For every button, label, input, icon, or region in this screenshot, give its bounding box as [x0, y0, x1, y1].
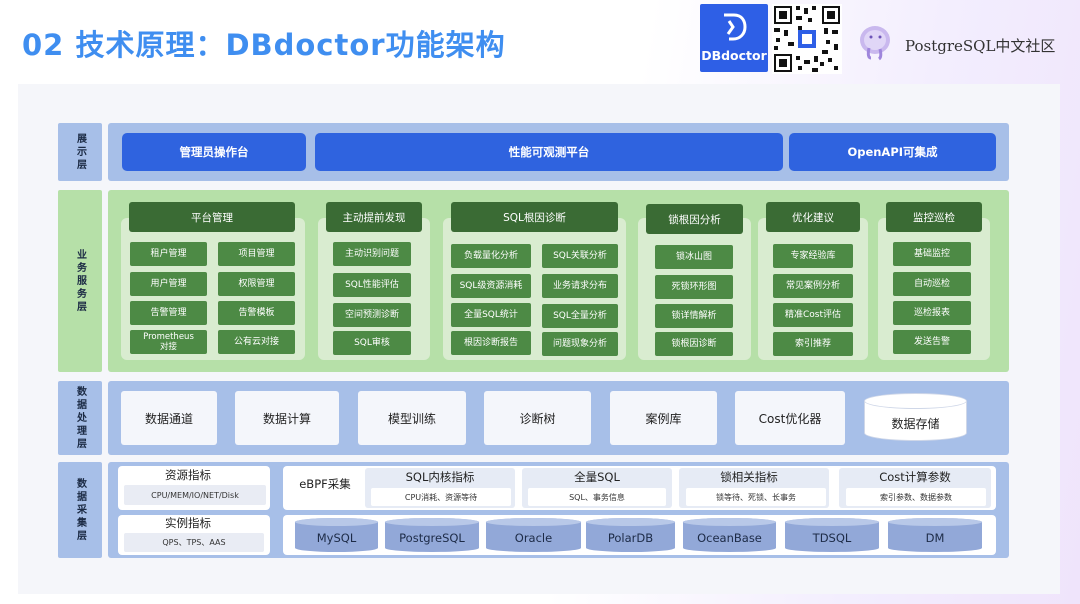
- qr-code-icon: [772, 4, 842, 74]
- item-send-alert[interactable]: 发送告警: [893, 330, 971, 354]
- layer-label-display: 展示层: [58, 123, 102, 181]
- item-lock-detail[interactable]: 锁详情解析: [655, 304, 733, 328]
- instance-metrics-detail: QPS、TPS、AAS: [124, 533, 264, 552]
- item-sql-performance-eval[interactable]: SQL性能评估: [333, 273, 411, 297]
- item-index-recommend[interactable]: 索引推荐: [773, 332, 853, 356]
- layer-label-service: 业务服务层: [58, 190, 102, 372]
- db-oceanbase[interactable]: OceanBase: [683, 518, 776, 552]
- item-proactive-identify[interactable]: 主动识别问题: [333, 242, 411, 266]
- item-full-sql-analysis[interactable]: SQL全量分析: [542, 304, 618, 328]
- db-oracle[interactable]: Oracle: [486, 518, 581, 552]
- data-storage-cylinder[interactable]: 数据存储: [864, 393, 967, 443]
- item-user-management[interactable]: 用户管理: [130, 272, 207, 296]
- metric-lock-detail: 锁等待、死锁、长事务: [686, 488, 826, 506]
- resource-metrics-title: 资源指标: [165, 468, 211, 482]
- ebpf-label: eBPF采集: [299, 477, 351, 491]
- item-lock-iceberg[interactable]: 锁冰山图: [655, 245, 733, 269]
- group-title-proactive-discovery: 主动提前发现: [326, 202, 422, 232]
- layer-label-processing: 数据处理层: [58, 381, 102, 455]
- page-title: 02 技术原理：DBdoctor功能架构: [22, 28, 506, 62]
- metric-full-sql-title: 全量SQL: [574, 470, 620, 484]
- item-load-quantification[interactable]: 负载量化分析: [451, 244, 531, 268]
- item-symptom-analysis[interactable]: 问题现象分析: [542, 332, 618, 356]
- item-lock-diagnosis[interactable]: 锁根因诊断: [655, 332, 733, 356]
- dbdoctor-logo-text: DBdoctor: [701, 48, 767, 63]
- item-permission-management[interactable]: 权限管理: [218, 272, 295, 296]
- proc-cost-optimizer[interactable]: Cost优化器: [735, 391, 845, 445]
- item-sql-resource-usage[interactable]: SQL级资源消耗: [451, 274, 531, 298]
- item-basic-monitoring[interactable]: 基础监控: [893, 242, 971, 266]
- proc-data-compute[interactable]: 数据计算: [235, 391, 339, 445]
- postgresql-elephant-icon: [860, 26, 890, 61]
- item-case-analysis[interactable]: 常见案例分析: [773, 274, 853, 298]
- item-alert-template[interactable]: 告警模板: [218, 301, 295, 325]
- admin-console-button[interactable]: 管理员操作台: [122, 133, 306, 171]
- metric-sql-kernel-title: SQL内核指标: [405, 470, 475, 484]
- item-cost-evaluation[interactable]: 精准Cost评估: [773, 303, 853, 327]
- data-storage-label: 数据存储: [891, 417, 940, 431]
- proc-model-training[interactable]: 模型训练: [358, 391, 466, 445]
- item-project-management[interactable]: 项目管理: [218, 242, 295, 266]
- proc-diagnosis-tree[interactable]: 诊断树: [484, 391, 591, 445]
- item-auto-inspection[interactable]: 自动巡检: [893, 272, 971, 296]
- db-polardb[interactable]: PolarDB: [586, 518, 675, 552]
- item-alert-management[interactable]: 告警管理: [130, 301, 207, 325]
- group-title-lock-root-cause: 锁根因分析: [646, 204, 743, 234]
- openapi-integration-button[interactable]: OpenAPI可集成: [789, 133, 996, 171]
- metric-sql-kernel-detail: CPU消耗、资源等待: [371, 488, 511, 506]
- item-space-forecast[interactable]: 空间预测诊断: [333, 303, 411, 327]
- item-full-sql-stats[interactable]: 全量SQL统计: [451, 303, 531, 327]
- item-sql-correlation[interactable]: SQL关联分析: [542, 244, 618, 268]
- proc-data-channel[interactable]: 数据通道: [121, 391, 217, 445]
- community-name: PostgreSQL中文社区: [905, 37, 1056, 55]
- item-prometheus[interactable]: Prometheus 对接: [130, 330, 207, 354]
- proc-case-library[interactable]: 案例库: [610, 391, 717, 445]
- group-title-optimization: 优化建议: [766, 202, 860, 232]
- db-dm[interactable]: DM: [888, 518, 982, 552]
- db-postgresql[interactable]: PostgreSQL: [385, 518, 479, 552]
- item-request-distribution[interactable]: 业务请求分布: [542, 274, 618, 298]
- observability-platform-button[interactable]: 性能可观测平台: [315, 133, 783, 171]
- db-tdsql[interactable]: TDSQL: [785, 518, 879, 552]
- item-root-cause-report[interactable]: 根因诊断报告: [451, 331, 531, 355]
- db-mysql[interactable]: MySQL: [295, 518, 378, 552]
- dbdoctor-logo: DBdoctor: [700, 4, 768, 72]
- metric-lock-title: 锁相关指标: [720, 470, 778, 484]
- item-expert-library[interactable]: 专家经验库: [773, 244, 853, 268]
- item-sql-audit[interactable]: SQL审核: [333, 331, 411, 355]
- dbdoctor-mark-icon: [724, 13, 747, 41]
- metric-cost-detail: 索引参数、数据参数: [846, 488, 986, 506]
- metric-cost-title: Cost计算参数: [879, 470, 951, 484]
- item-public-cloud[interactable]: 公有云对接: [218, 330, 295, 354]
- item-inspection-report[interactable]: 巡检报表: [893, 301, 971, 325]
- resource-metrics-detail: CPU/MEM/IO/NET/Disk: [124, 485, 266, 505]
- group-title-platform-management: 平台管理: [129, 202, 295, 232]
- group-title-monitoring: 监控巡检: [886, 202, 982, 232]
- instance-metrics-title: 实例指标: [165, 516, 211, 530]
- metric-full-sql-detail: SQL、事务信息: [528, 488, 666, 506]
- item-tenant-management[interactable]: 租户管理: [130, 242, 207, 266]
- group-title-sql-root-cause: SQL根因诊断: [451, 202, 618, 232]
- item-deadlock-ring[interactable]: 死锁环形图: [655, 275, 733, 299]
- layer-label-collection: 数据采集层: [58, 462, 102, 558]
